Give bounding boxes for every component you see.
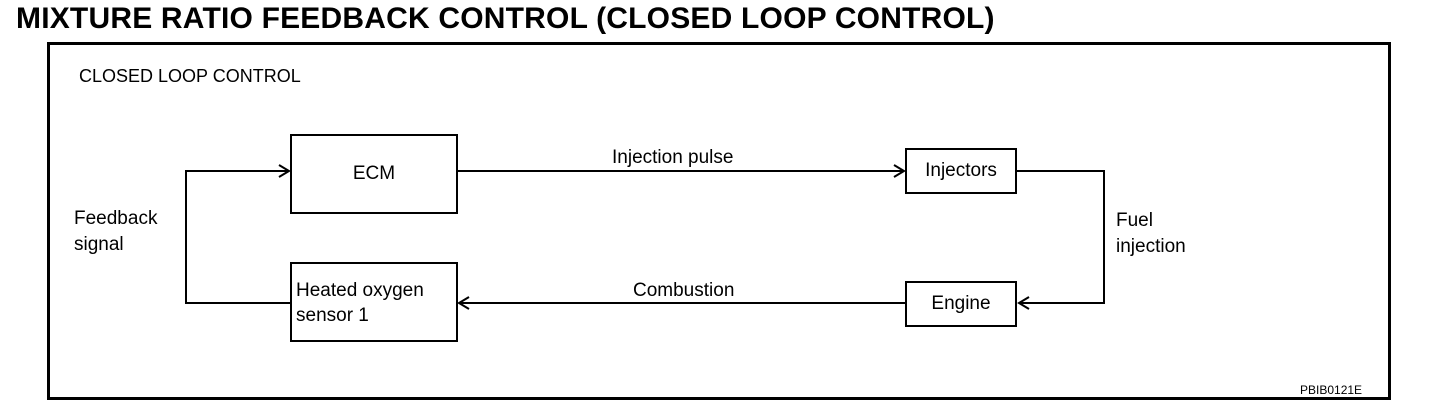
- feedback-signal-line: [185, 170, 291, 304]
- sensor-label-line1: Heated oxygen: [296, 280, 424, 301]
- injection-pulse-arrowhead: [893, 164, 906, 178]
- fuel-injection-label-line2: injection: [1116, 236, 1186, 257]
- combustion-arrowhead: [457, 296, 470, 310]
- ecm-label: ECM: [352, 163, 396, 184]
- injectors-label: Injectors: [925, 160, 997, 181]
- diagram-heading: CLOSED LOOP CONTROL: [79, 66, 301, 86]
- page-title: MIXTURE RATIO FEEDBACK CONTROL (CLOSED L…: [16, 2, 995, 35]
- feedback-signal-arrowhead: [278, 164, 291, 178]
- figure-code: PBIB0121E: [1300, 383, 1363, 397]
- feedback-signal-label-line2: signal: [74, 234, 124, 255]
- sensor-label-line2: sensor 1: [296, 305, 369, 326]
- fuel-injection-line: [1016, 170, 1105, 304]
- ecm-box: [290, 134, 458, 214]
- fuel-injection-arrowhead: [1017, 296, 1030, 310]
- feedback-signal-label-line1: Feedback: [74, 208, 158, 229]
- fuel-injection-label-line1: Fuel: [1116, 210, 1153, 231]
- engine-label: Engine: [931, 293, 991, 314]
- combustion-label: Combustion: [633, 280, 735, 301]
- injection-pulse-label: Injection pulse: [612, 147, 734, 168]
- diagram-frame: [47, 42, 1391, 400]
